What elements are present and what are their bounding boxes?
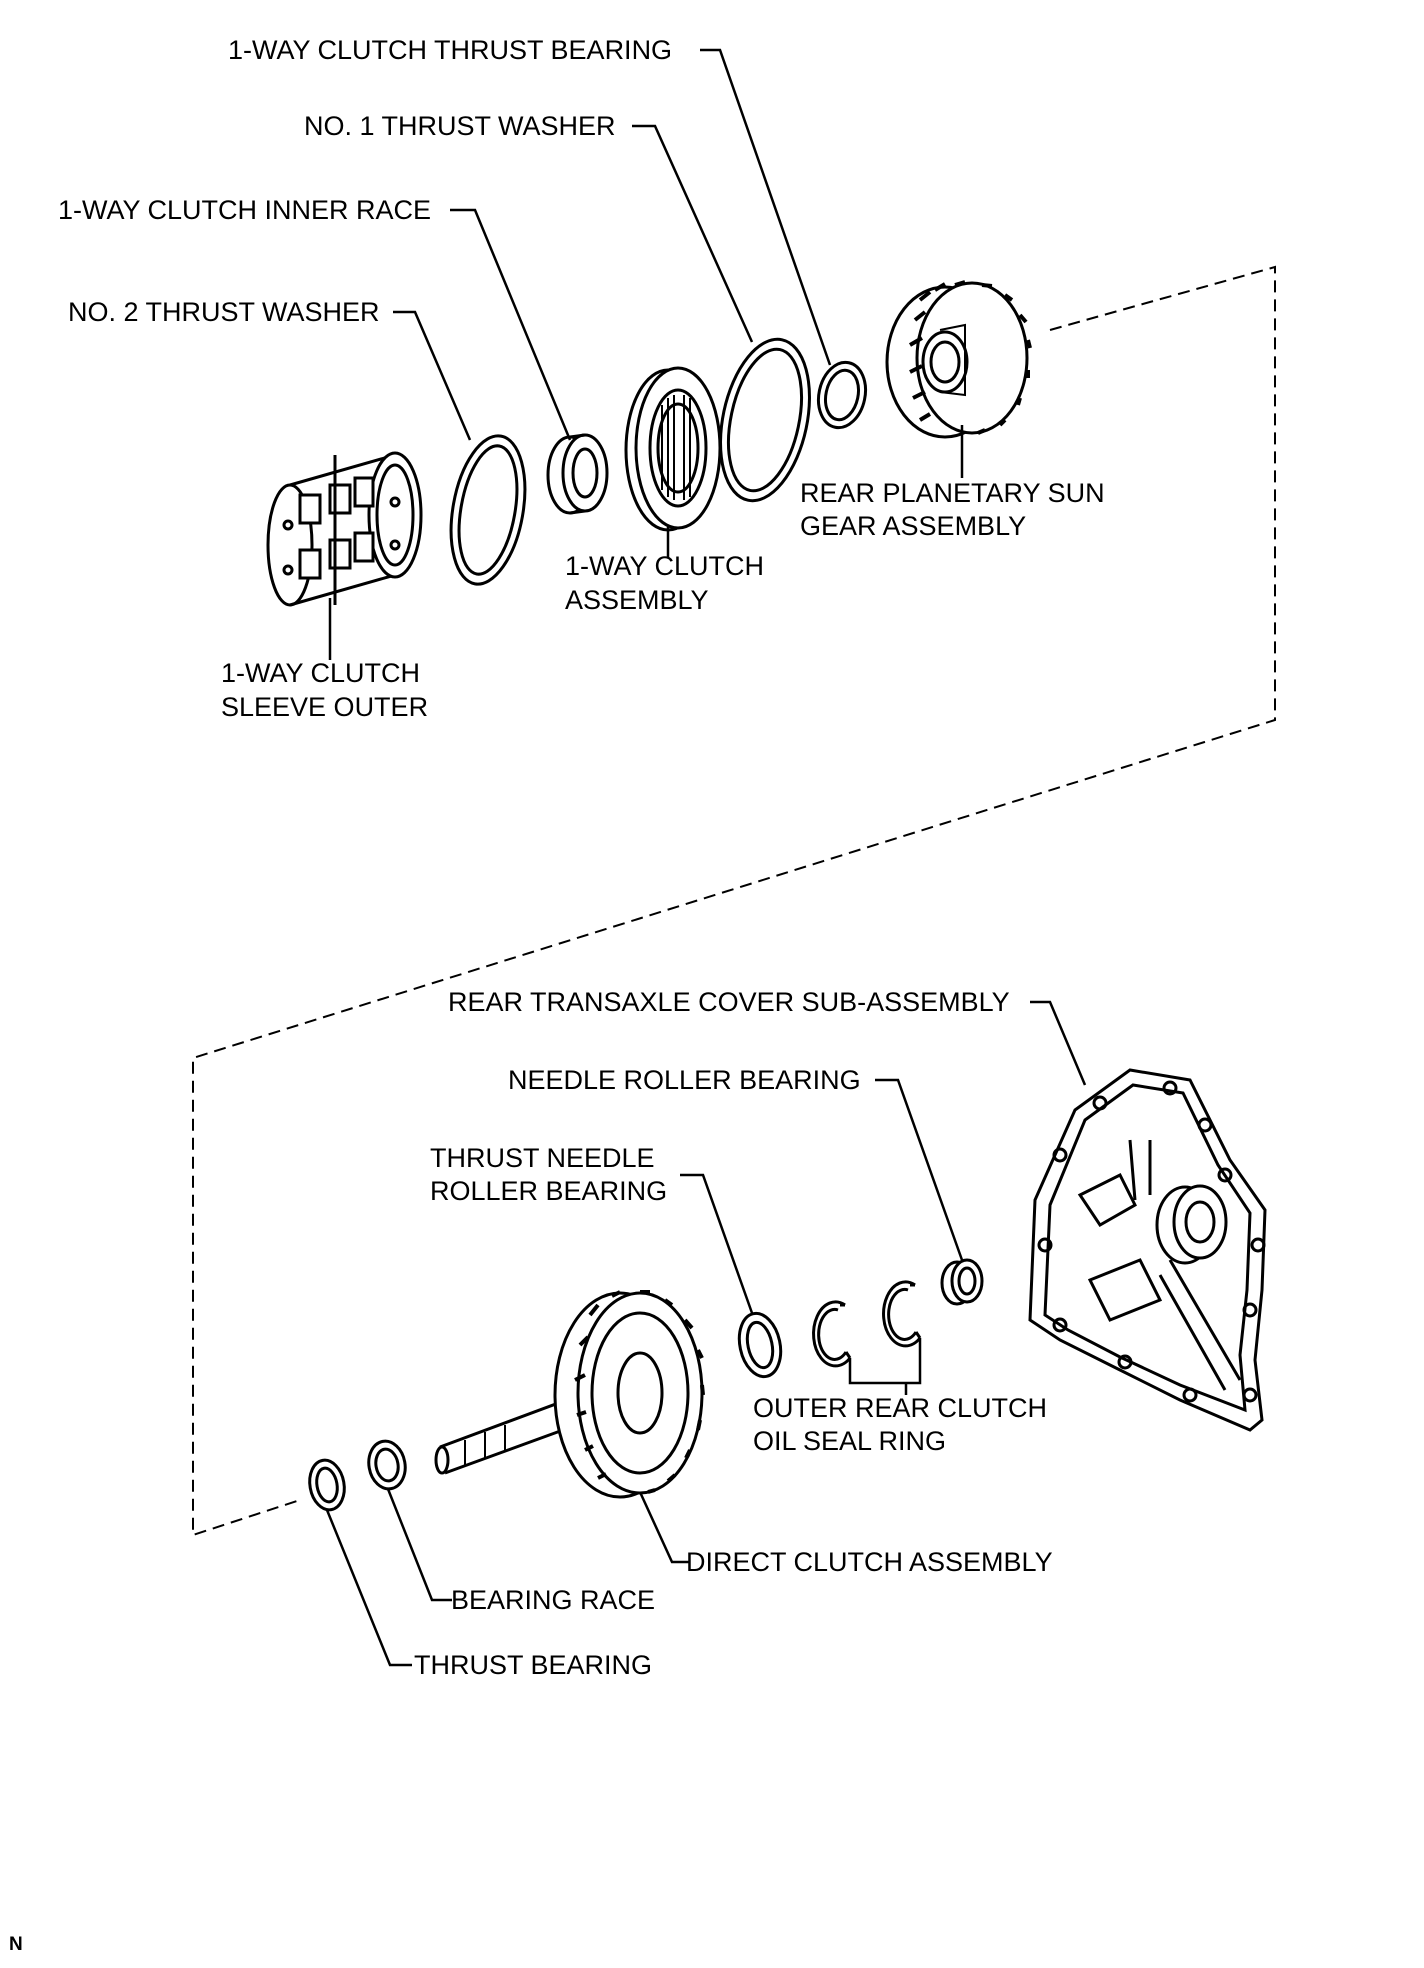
direct-clutch-assembly-part — [434, 1290, 705, 1499]
no1-thrust-washer-part — [719, 337, 811, 503]
label-one-way-clutch-assembly-line1: 1-WAY CLUTCH — [565, 551, 764, 581]
label-one-way-clutch-inner-race: 1-WAY CLUTCH INNER RACE — [58, 195, 431, 225]
one-way-clutch-thrust-bearing-part — [816, 360, 868, 430]
bearing-race-part — [367, 1439, 407, 1491]
one-way-clutch-sleeve-outer-part — [266, 451, 423, 607]
label-no2-thrust-washer: NO. 2 THRUST WASHER — [68, 297, 380, 327]
label-rear-transaxle-cover: REAR TRANSAXLE COVER SUB-ASSEMBLY — [448, 987, 1010, 1017]
needle-roller-bearing-part — [940, 1258, 984, 1306]
label-rear-planetary-sun-gear-line1: REAR PLANETARY SUN — [800, 478, 1105, 508]
label-oil-seal-ring-line1: OUTER REAR CLUTCH — [753, 1393, 1047, 1423]
assembly-dashed-outline — [192, 265, 1276, 1537]
rear-transaxle-cover-part — [1028, 1068, 1267, 1432]
oil-seal-rings-part — [812, 1280, 922, 1368]
label-no1-thrust-washer: NO. 1 THRUST WASHER — [304, 111, 616, 141]
one-way-clutch-assembly-part — [624, 366, 722, 532]
no2-thrust-washer-part — [449, 434, 527, 586]
label-needle-roller-bearing: NEEDLE ROLLER BEARING — [508, 1065, 861, 1095]
thrust-bearing-part — [308, 1458, 346, 1512]
label-sleeve-outer-line2: SLEEVE OUTER — [221, 692, 428, 722]
label-rear-planetary-sun-gear-line2: GEAR ASSEMBLY — [800, 511, 1026, 541]
label-bearing-race: BEARING RACE — [451, 1585, 655, 1615]
label-oil-seal-ring-line2: OIL SEAL RING — [753, 1426, 946, 1456]
part-labels: 1-WAY CLUTCH THRUST BEARING NO. 1 THRUST… — [9, 35, 1105, 1955]
label-thrust-needle-roller-bearing-line2: ROLLER BEARING — [430, 1176, 667, 1206]
label-thrust-needle-roller-bearing-line1: THRUST NEEDLE — [430, 1143, 655, 1173]
leader-lines — [325, 48, 1087, 1667]
label-thrust-bearing: THRUST BEARING — [414, 1650, 652, 1680]
rear-planetary-sun-gear-part — [885, 280, 1032, 439]
page-code: N — [9, 1934, 23, 1955]
label-one-way-clutch-thrust-bearing: 1-WAY CLUTCH THRUST BEARING — [228, 35, 672, 65]
thrust-needle-roller-bearing-part — [737, 1311, 783, 1379]
label-one-way-clutch-assembly-line2: ASSEMBLY — [565, 585, 709, 615]
one-way-clutch-inner-race-part — [546, 433, 609, 515]
label-direct-clutch-assembly: DIRECT CLUTCH ASSEMBLY — [686, 1547, 1053, 1577]
label-sleeve-outer-line1: 1-WAY CLUTCH — [221, 658, 420, 688]
